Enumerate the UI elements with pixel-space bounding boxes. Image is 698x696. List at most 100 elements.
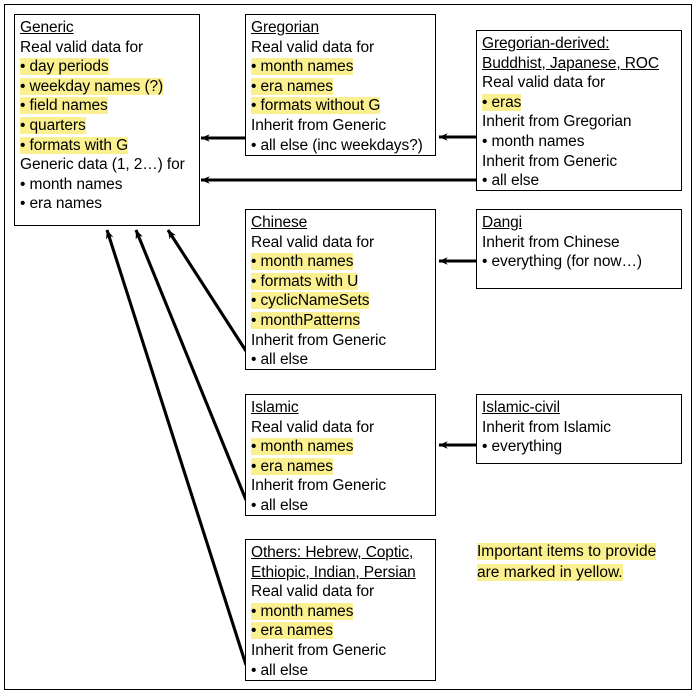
node-islamic-line-0-text: Islamic bbox=[251, 399, 299, 416]
node-dangi-line-1: Inherit from Chinese bbox=[482, 233, 677, 253]
node-chinese-line-0: Chinese bbox=[251, 213, 431, 233]
node-chinese-line-0-text: Chinese bbox=[251, 214, 308, 231]
node-gregorian-derived-line-7-text: • all else bbox=[482, 172, 539, 190]
node-others-line-1: Ethiopic, Indian, Persian bbox=[251, 563, 431, 583]
node-gregorian-derived-line-0-text: Gregorian-derived: bbox=[482, 35, 610, 52]
node-chinese-line-5-text: • monthPatterns bbox=[251, 311, 361, 329]
node-gregorian-derived-line-5: • month names bbox=[482, 132, 677, 152]
node-islamic-line-4: Inherit from Generic bbox=[251, 476, 431, 496]
node-gregorian-line-5: Inherit from Generic bbox=[251, 116, 431, 136]
node-gregorian-derived-line-1: Buddhist, Japanese, ROC bbox=[482, 54, 677, 74]
node-chinese-line-7-text: • all else bbox=[251, 351, 308, 369]
node-gregorian-derived-line-5-text: • month names bbox=[482, 132, 585, 150]
node-chinese-line-1: Real valid data for bbox=[251, 233, 431, 253]
node-gregorian-derived-line-2-text: Real valid data for bbox=[482, 74, 606, 92]
node-gregorian-derived-line-1-text: Buddhist, Japanese, ROC bbox=[482, 54, 659, 72]
node-others-line-4: • era names bbox=[251, 621, 431, 641]
node-gregorian-line-1: Real valid data for bbox=[251, 38, 431, 58]
node-generic-line-8-text: • month names bbox=[20, 175, 123, 193]
node-gregorian-derived-line-3: • eras bbox=[482, 93, 677, 113]
node-chinese-line-6-text: Inherit from Generic bbox=[251, 331, 386, 349]
node-others[interactable]: Others: Hebrew, Coptic, Ethiopic, Indian,… bbox=[245, 539, 436, 681]
node-islamic-line-5-text: • all else bbox=[251, 496, 308, 514]
node-islamic-civil-line-1-text: Inherit from Islamic bbox=[482, 418, 611, 436]
node-gregorian-derived-line-4: Inherit from Gregorian bbox=[482, 112, 677, 132]
node-chinese-line-3-text: • formats with U bbox=[251, 272, 359, 290]
diagram-outer-border bbox=[4, 4, 692, 690]
node-islamic-civil-line-2-text: • everything bbox=[482, 438, 563, 456]
node-gregorian-line-3: • era names bbox=[251, 77, 431, 97]
node-dangi-line-0-text: Dangi bbox=[482, 214, 522, 231]
node-others-line-0-text: Others: Hebrew, Coptic, bbox=[251, 544, 414, 561]
node-generic-line-7-text: Generic data (1, 2…) for bbox=[20, 156, 185, 174]
node-generic-line-7: Generic data (1, 2…) for bbox=[20, 155, 195, 175]
node-chinese-line-1-text: Real valid data for bbox=[251, 233, 375, 251]
node-islamic-civil-line-0: Islamic-civil bbox=[482, 398, 677, 418]
node-chinese-line-4-text: • cyclicNameSets bbox=[251, 292, 370, 310]
node-generic-line-5: • quarters bbox=[20, 116, 195, 136]
node-islamic-line-3-text: • era names bbox=[251, 457, 333, 475]
node-gregorian-derived-line-6-text: Inherit from Generic bbox=[482, 152, 617, 170]
node-islamic-line-2: • month names bbox=[251, 437, 431, 457]
legend-note-line-0: Important items to provide bbox=[477, 541, 682, 562]
node-gregorian-line-2: • month names bbox=[251, 57, 431, 77]
node-dangi-line-0: Dangi bbox=[482, 213, 677, 233]
node-generic-line-5-text: • quarters bbox=[20, 116, 86, 134]
node-others-line-3: • month names bbox=[251, 602, 431, 622]
node-chinese-line-4: • cyclicNameSets bbox=[251, 291, 431, 311]
node-chinese-line-2-text: • month names bbox=[251, 253, 354, 271]
node-dangi-line-1-text: Inherit from Chinese bbox=[482, 233, 620, 251]
node-gregorian-derived[interactable]: Gregorian-derived: Buddhist, Japanese, RO… bbox=[476, 30, 682, 191]
legend-note-line-1: are marked in yellow. bbox=[477, 562, 682, 583]
node-chinese-line-7: • all else bbox=[251, 350, 431, 370]
node-islamic-line-5: • all else bbox=[251, 496, 431, 516]
node-gregorian-derived-line-4-text: Inherit from Gregorian bbox=[482, 113, 632, 131]
node-generic-line-2-text: • day periods bbox=[20, 58, 109, 76]
node-generic-line-4-text: • field names bbox=[20, 97, 108, 115]
node-gregorian-line-6-text: • all else (inc weekdays?) bbox=[251, 136, 423, 154]
node-islamic-civil-line-2: • everything bbox=[482, 437, 677, 457]
node-others-line-2: Real valid data for bbox=[251, 582, 431, 602]
node-generic-line-3: • weekday names (?) bbox=[20, 77, 195, 97]
node-others-line-1-text: Ethiopic, Indian, Persian bbox=[251, 563, 416, 581]
node-gregorian-line-3-text: • era names bbox=[251, 77, 333, 95]
node-gregorian-line-4-text: • formats without G bbox=[251, 97, 381, 115]
node-gregorian-line-5-text: Inherit from Generic bbox=[251, 116, 386, 134]
node-gregorian-derived-line-2: Real valid data for bbox=[482, 73, 677, 93]
legend-note-line-1-text: are marked in yellow. bbox=[477, 564, 623, 581]
node-gregorian-derived-line-0: Gregorian-derived: bbox=[482, 34, 677, 54]
node-others-line-4-text: • era names bbox=[251, 622, 333, 640]
node-gregorian-line-0: Gregorian bbox=[251, 18, 431, 38]
node-dangi-line-2-text: • everything (for now…) bbox=[482, 253, 642, 271]
node-generic-line-0-text: Generic bbox=[20, 19, 74, 36]
node-islamic-civil-line-0-text: Islamic-civil bbox=[482, 399, 560, 416]
node-islamic-line-3: • era names bbox=[251, 457, 431, 477]
node-generic-line-0: Generic bbox=[20, 18, 195, 38]
node-gregorian-line-0-text: Gregorian bbox=[251, 19, 320, 36]
node-generic-line-3-text: • weekday names (?) bbox=[20, 77, 164, 95]
node-gregorian-line-1-text: Real valid data for bbox=[251, 38, 375, 56]
legend-note: Important items to provide are marked in … bbox=[477, 541, 682, 583]
node-gregorian-derived-line-6: Inherit from Generic bbox=[482, 152, 677, 172]
node-gregorian-derived-line-3-text: • eras bbox=[482, 93, 522, 111]
node-others-line-5-text: Inherit from Generic bbox=[251, 641, 386, 659]
node-generic-line-1: Real valid data for bbox=[20, 38, 195, 58]
node-gregorian-line-6: • all else (inc weekdays?) bbox=[251, 136, 431, 156]
node-others-line-5: Inherit from Generic bbox=[251, 641, 431, 661]
node-islamic-line-1: Real valid data for bbox=[251, 418, 431, 438]
node-generic-line-9-text: • era names bbox=[20, 195, 102, 213]
node-chinese-line-6: Inherit from Generic bbox=[251, 331, 431, 351]
node-islamic-civil-line-1: Inherit from Islamic bbox=[482, 418, 677, 438]
node-islamic-line-1-text: Real valid data for bbox=[251, 418, 375, 436]
node-islamic-line-4-text: Inherit from Generic bbox=[251, 477, 386, 495]
node-generic-line-9: • era names bbox=[20, 194, 195, 214]
node-others-line-0: Others: Hebrew, Coptic, bbox=[251, 543, 431, 563]
node-chinese-line-5: • monthPatterns bbox=[251, 311, 431, 331]
